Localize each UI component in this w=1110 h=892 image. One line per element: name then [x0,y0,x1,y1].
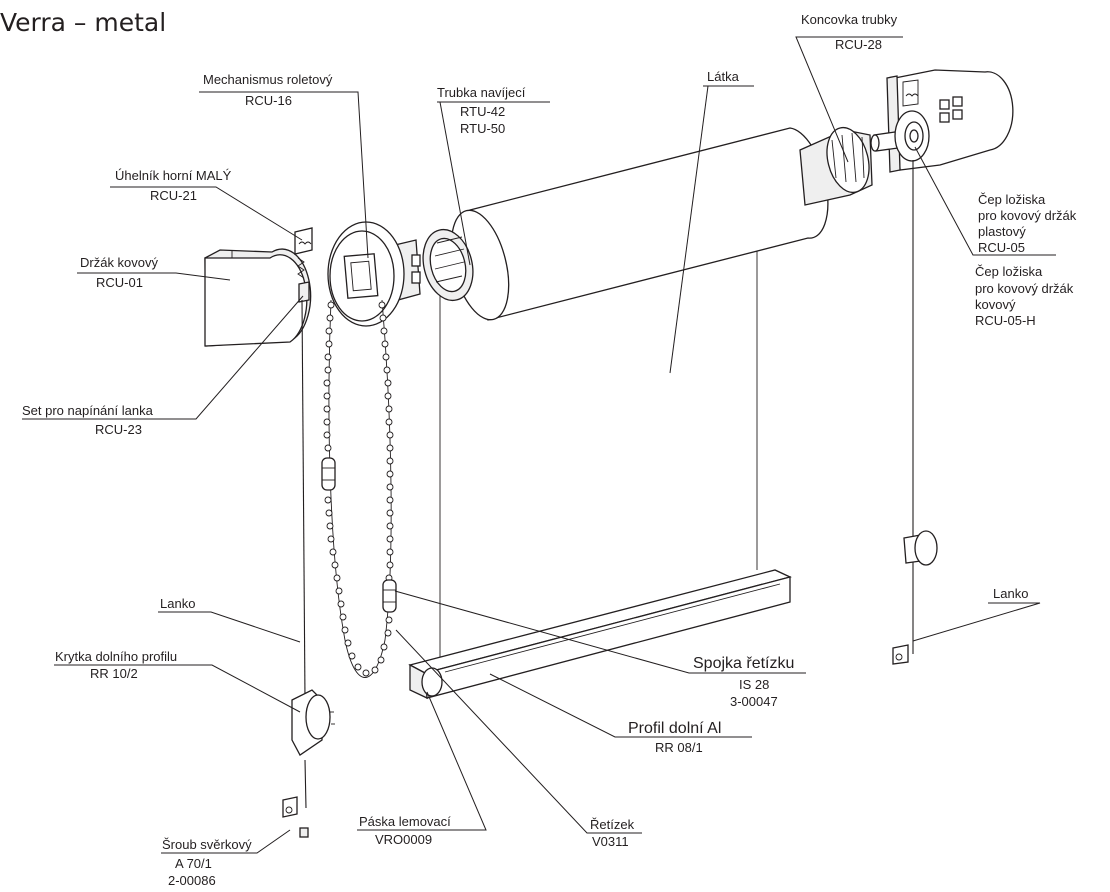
winding-tube-part [422,127,829,321]
label-cord-left: Lanko [160,596,195,611]
svg-text:RTU-50: RTU-50 [460,121,505,136]
svg-text:RCU-05-H: RCU-05-H [975,313,1036,328]
right-cord-part [892,160,938,665]
svg-text:RCU-16: RCU-16 [245,93,292,108]
label-fabric: Látka [707,69,740,84]
svg-text:V0311: V0311 [592,834,629,849]
label-chain: Řetízek V0311 [590,817,635,849]
svg-text:Lanko: Lanko [160,596,195,611]
svg-text:3-00047: 3-00047 [730,694,778,709]
svg-text:RR 08/1: RR 08/1 [655,740,703,755]
svg-text:RCU-23: RCU-23 [95,422,142,437]
bearing-pin-part [870,110,930,162]
svg-text:IS 28: IS 28 [739,677,769,692]
svg-text:Čep ložiska: Čep ložiska [975,264,1043,279]
svg-text:Čep ložiska: Čep ložiska [978,192,1046,207]
svg-text:plastový: plastový [978,224,1026,239]
svg-text:Řetízek: Řetízek [590,817,635,832]
svg-text:Set pro napínání lanka: Set pro napínání lanka [22,403,154,418]
fabric-part [439,224,758,660]
label-cord-tension-set: Set pro napínání lanka RCU-23 [22,403,154,437]
bottom-profile-cap-part [291,689,335,756]
svg-text:Páska lemovací: Páska lemovací [359,814,451,829]
bottom-profile-part [408,569,792,700]
svg-text:2-00086: 2-00086 [168,873,216,888]
svg-text:RCU-05: RCU-05 [978,240,1025,255]
label-bearing-pin-metal: Čep ložiska pro kovový držák kovový RCU-… [975,264,1074,328]
label-tube-end-cap: Koncovka trubky RCU-28 [801,12,898,52]
svg-text:Držák kovový: Držák kovový [80,255,159,270]
svg-text:RTU-42: RTU-42 [460,104,505,119]
svg-text:RCU-01: RCU-01 [96,275,143,290]
svg-text:pro kovový držák: pro kovový držák [978,208,1077,223]
label-bottom-cap: Krytka dolního profilu RR 10/2 [55,649,177,681]
label-edge-tape: Páska lemovací VRO0009 [359,814,451,847]
svg-text:pro kovový držák: pro kovový držák [975,281,1074,296]
label-clamp-screw: Šroub svěrkový A 70/1 2-00086 [162,837,252,888]
leader-lines [22,36,1056,854]
svg-text:Úhelník horní MALÝ: Úhelník horní MALÝ [115,168,232,183]
svg-text:Látka: Látka [707,69,740,84]
svg-text:A 70/1: A 70/1 [175,856,212,871]
chain-mechanism-part [327,221,421,327]
label-bearing-pin-plastic: Čep ložiska pro kovový držák plastový RC… [978,192,1077,255]
label-chain-mechanism: Mechanismus roletový RCU-16 [203,72,333,108]
label-metal-bracket: Držák kovový RCU-01 [80,255,159,290]
label-top-angle-bracket: Úhelník horní MALÝ RCU-21 [115,168,232,203]
svg-text:VRO0009: VRO0009 [375,832,432,847]
tube-end-cap-part [799,126,873,206]
left-cord-part [301,299,307,809]
svg-text:Profil dolní Al: Profil dolní Al [628,720,721,737]
svg-text:Šroub svěrkový: Šroub svěrkový [162,837,252,852]
label-chain-connector: Spojka řetízku IS 28 3-00047 [693,655,794,709]
svg-text:Koncovka trubky: Koncovka trubky [801,12,898,27]
svg-text:Mechanismus roletový: Mechanismus roletový [203,72,333,87]
svg-text:RCU-28: RCU-28 [835,37,882,52]
bead-chain-part [321,299,397,678]
diagram-title: Verra – metal [0,8,166,37]
clamp-screw-part [282,796,309,838]
label-bottom-profile: Profil dolní Al RR 08/1 [628,720,721,755]
svg-text:RCU-21: RCU-21 [150,188,197,203]
label-cord-right: Lanko [993,586,1028,601]
svg-text:Trubka navíjecí: Trubka navíjecí [437,85,526,100]
svg-text:Lanko: Lanko [993,586,1028,601]
svg-text:Spojka řetízku: Spojka řetízku [693,655,794,672]
label-winding-tube: Trubka navíjecí RTU-42 RTU-50 [437,85,526,136]
svg-text:kovový: kovový [975,297,1016,312]
svg-text:Krytka dolního profilu: Krytka dolního profilu [55,649,177,664]
svg-text:RR 10/2: RR 10/2 [90,666,138,681]
left-bracket-part [204,248,312,347]
